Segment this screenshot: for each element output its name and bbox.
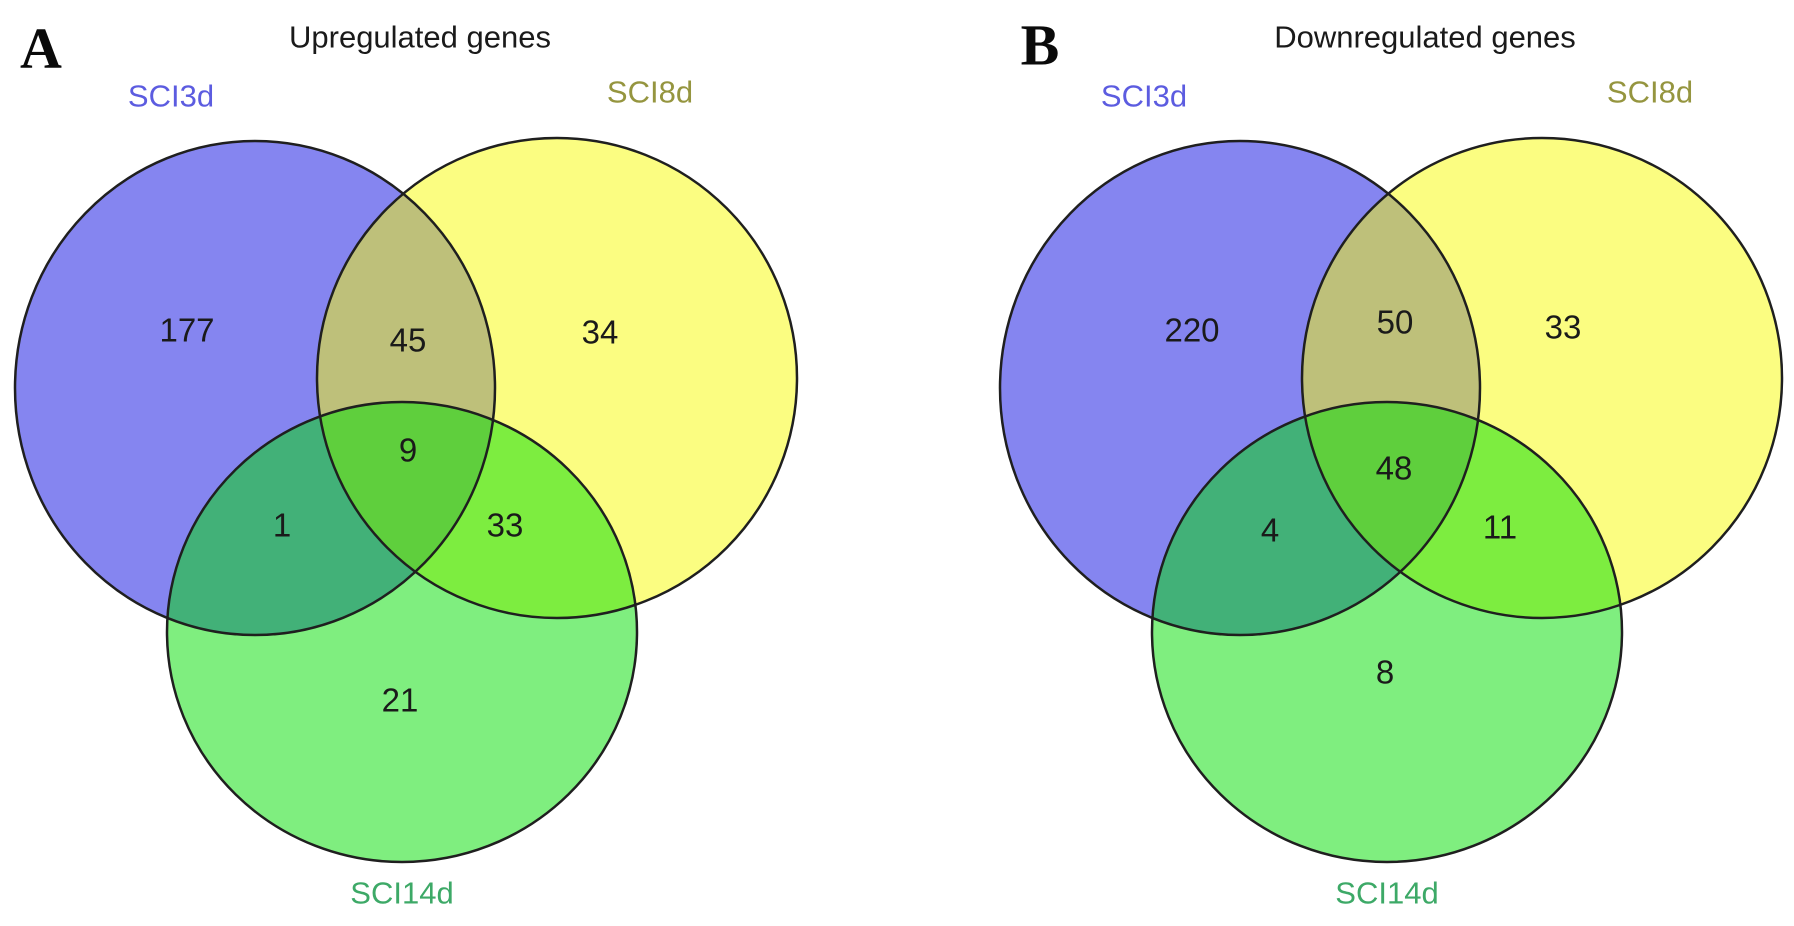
venn-circle-sci8d-outline [1300,136,1784,620]
region-count-sci8d-only: 33 [1545,309,1582,346]
region-count-sci8d-sci14d: 33 [487,507,524,544]
venn-circle-sci3d-outline [998,139,1482,637]
region-count-sci3d-sci14d: 4 [1261,512,1279,549]
panel-letter: A [20,16,62,81]
venn-circle-sci14d-outline [165,400,639,864]
panel-letter: B [1021,13,1060,78]
region-count-sci8d-sci14d: 11 [1483,509,1517,546]
venn-circle-sci14d-fill [167,402,637,862]
region-count-sci3d-sci8d: 45 [390,322,427,359]
set-label-sci8d: SCI8d [1607,75,1693,110]
set-label-sci14d: SCI14d [350,876,453,911]
region-count-sci3d-sci8d: 50 [1377,304,1414,341]
venn-circle-sci8d-outline [315,136,799,620]
region-count-sci14d-only: 8 [1376,654,1394,691]
set-label-sci8d: SCI8d [607,75,693,110]
region-count-sci3d-sci14d: 1 [273,507,291,544]
panel-title: Upregulated genes [289,20,551,55]
region-count-center: 9 [399,432,417,469]
venn-circle-sci3d-outline [13,139,497,637]
set-label-sci3d: SCI3d [1101,79,1187,114]
venn-circle-sci14d-fill [1152,402,1622,862]
region-count-sci8d-only: 34 [582,314,619,351]
venn-panel-a-svg: A Upregulated genes SCI3d SCI8d SCI14d 1… [13,16,799,911]
region-count-sci14d-only: 21 [382,682,419,719]
venn-circle-sci14d-outline [1150,400,1624,864]
region-count-sci3d-only: 220 [1164,312,1219,349]
region-count-sci3d-only: 177 [159,312,214,349]
region-count-center: 48 [1376,450,1413,487]
venn-panel-b-svg: B Downregulated genes SCI3d SCI8d SCI14d… [998,13,1784,911]
panel-title: Downregulated genes [1274,20,1576,55]
panel-downregulated: B Downregulated genes SCI3d SCI8d SCI14d… [880,0,1794,926]
panel-upregulated: A Upregulated genes SCI3d SCI8d SCI14d 1… [0,0,880,926]
set-label-sci3d: SCI3d [128,79,214,114]
set-label-sci14d: SCI14d [1335,876,1438,911]
